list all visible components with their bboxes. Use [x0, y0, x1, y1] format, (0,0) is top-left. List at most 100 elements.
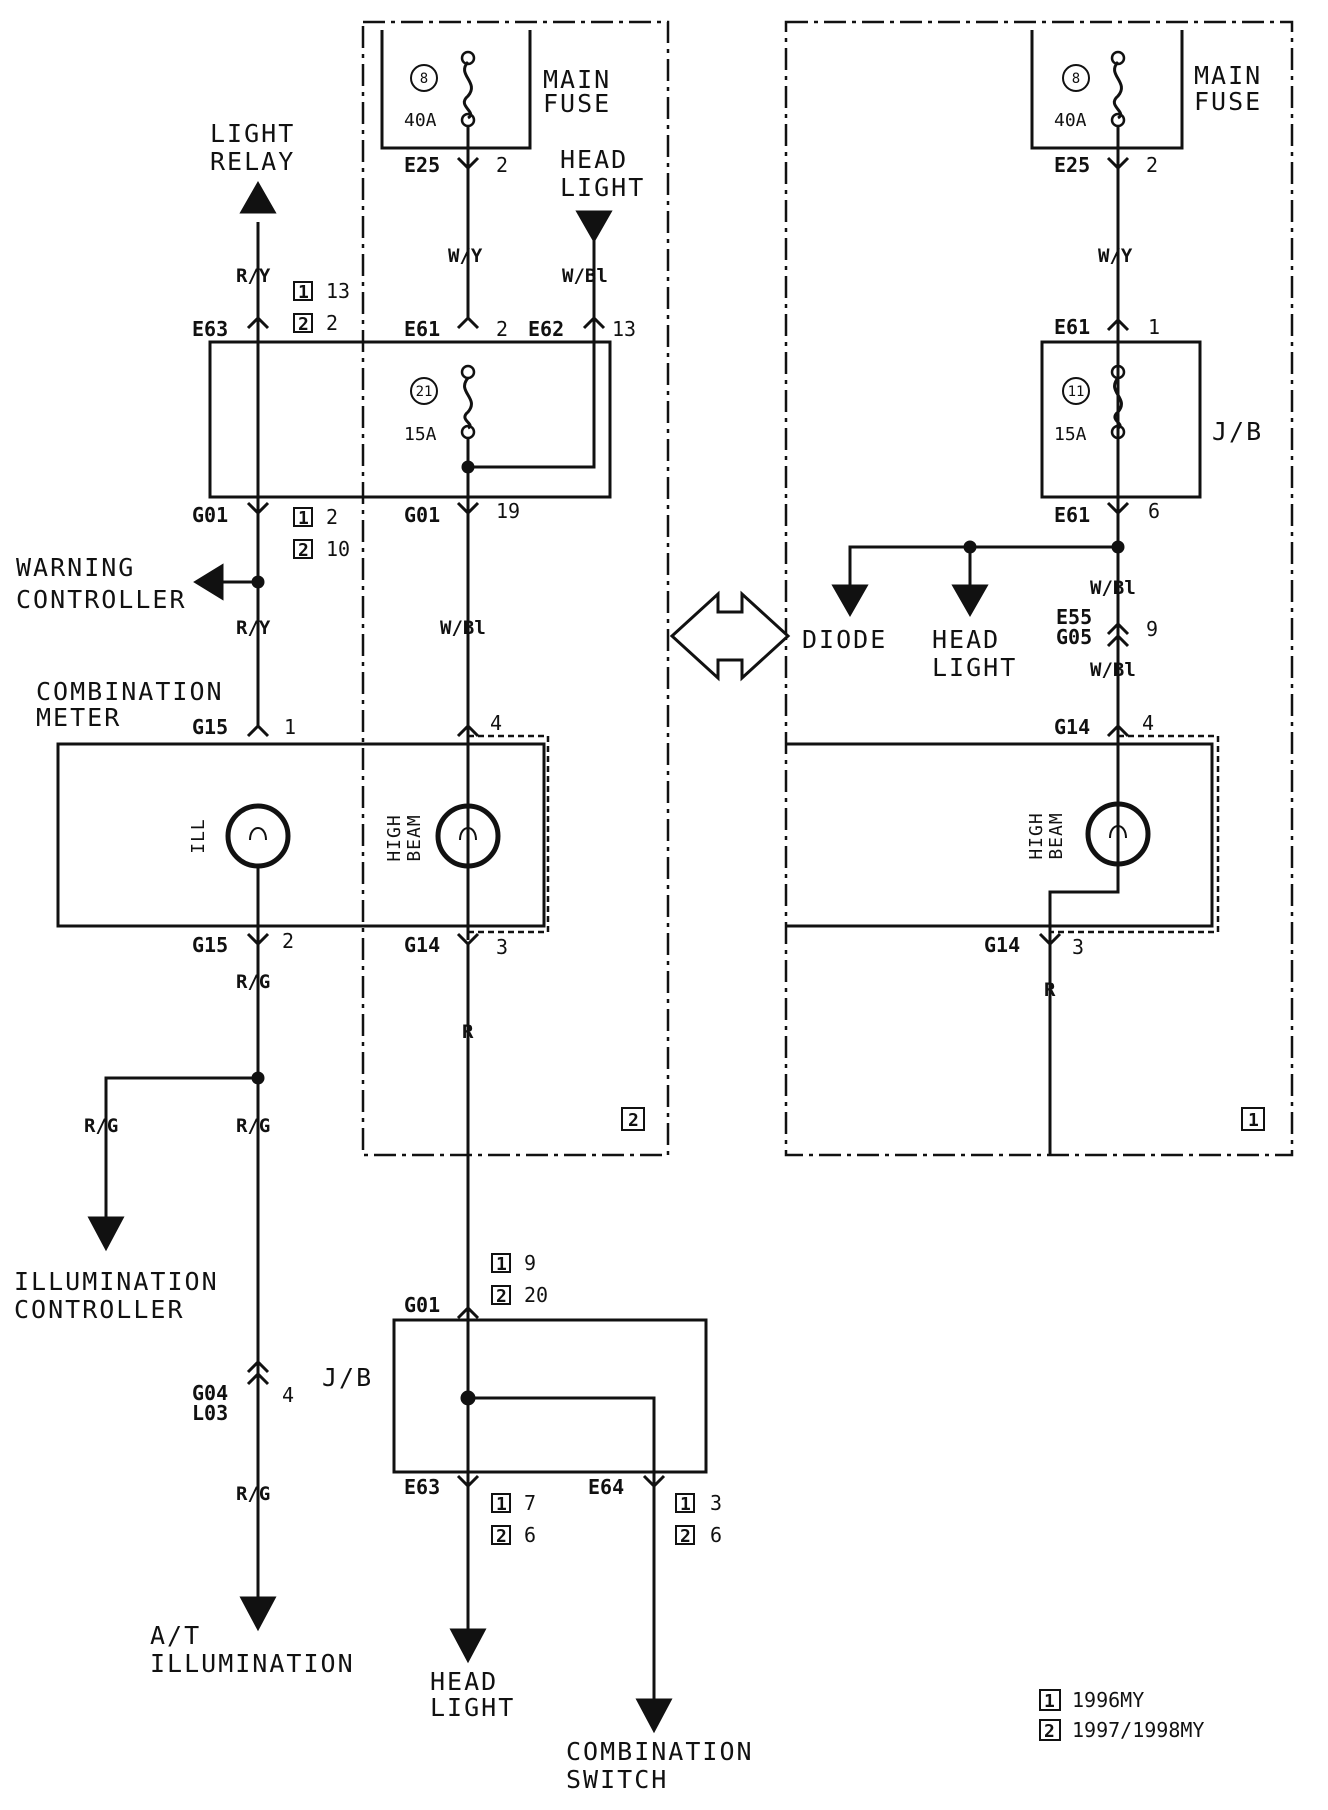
- model-mark-2-g01-bottom-text: 2: [496, 1286, 507, 1307]
- diode-arrow: [831, 584, 869, 618]
- g01-left-a-name: G01: [192, 503, 228, 527]
- fuse-21-element: [463, 377, 473, 430]
- section-1-mark-text: 1: [1248, 1110, 1259, 1131]
- g14-right-bottom-pin: 3: [1072, 935, 1084, 959]
- g04-name: G04: [192, 1381, 228, 1405]
- combination-switch-label-2: SWITCH: [566, 1765, 668, 1794]
- illumination-controller-label-1: ILLUMINATION: [14, 1267, 219, 1296]
- model-mark-1-e64: [675, 1493, 695, 1513]
- g04-l03-pin: 4: [282, 1383, 294, 1407]
- g01-bottom-pin-2: 20: [524, 1283, 548, 1307]
- at-illumination-label-1: A/T: [150, 1621, 201, 1650]
- section-2-mark: [621, 1107, 645, 1131]
- g01-left-a-pin-2: 10: [326, 537, 350, 561]
- fuse-11-id: 11: [1068, 384, 1085, 400]
- warning-controller-label-2: CONTROLLER: [16, 585, 187, 614]
- g14-right-top-pin: 4: [1142, 711, 1154, 735]
- g14-left-pin: 3: [496, 935, 508, 959]
- g15-top-name: G15: [192, 715, 228, 739]
- model-mark-1-e64-text: 1: [680, 1494, 691, 1515]
- wire-rg-branch-label: R/G: [84, 1115, 118, 1137]
- high-beam-left-label-1: HIGH: [384, 814, 405, 861]
- model-mark-2-g01-bottom: [491, 1285, 511, 1305]
- illumination-controller-arrow: [87, 1216, 125, 1252]
- wire-wbl-mid-label: W/Bl: [440, 617, 486, 639]
- e61-right-top-name: E61: [1054, 315, 1090, 339]
- wire-r-right-label: R: [1044, 979, 1056, 1001]
- wire-wbl-right-2-label: W/Bl: [1090, 659, 1136, 681]
- head-light-bottom-label-2: LIGHT: [430, 1693, 515, 1722]
- fuse-21-amps: 15A: [404, 424, 437, 445]
- e62-pin: 13: [612, 317, 636, 341]
- main-fuse-left-id: 8: [420, 71, 428, 87]
- e25-right-pin: 2: [1146, 153, 1158, 177]
- main-fuse-box-right: [1030, 30, 1184, 150]
- warning-controller-arrow: [193, 563, 224, 601]
- high-beam-right-label-1: HIGH: [1026, 812, 1047, 859]
- jb-bottom-label: J/B: [322, 1363, 373, 1392]
- wire-wy-left-label: W/Y: [448, 245, 483, 267]
- wire-ry-top-label: R/Y: [236, 265, 271, 287]
- wire-wbl-top-label: W/Bl: [562, 265, 608, 287]
- l03-name: L03: [192, 1401, 228, 1425]
- g14-right-bottom-name: G14: [984, 933, 1020, 957]
- g14-right-top-name: G14: [1054, 715, 1090, 739]
- fuse-21-id: 21: [416, 384, 433, 400]
- legend-item-2: 1997/1998MY: [1072, 1718, 1204, 1742]
- e55-g05-pin: 9: [1146, 617, 1158, 641]
- legend-mark-2: [1039, 1719, 1061, 1741]
- diode-label: DIODE: [802, 625, 887, 654]
- g14-left-name: G14: [404, 933, 440, 957]
- at-illumination-label-2: ILLUMINATION: [150, 1649, 355, 1678]
- light-relay-arrow: [239, 180, 277, 214]
- g01-left-a-pin-1: 2: [326, 505, 338, 529]
- main-fuse-left-element: [462, 60, 473, 120]
- fuse-11-amps: 15A: [1054, 424, 1087, 445]
- model-mark-1-g01: [293, 507, 313, 527]
- head-light-right-label-1: HEAD: [932, 625, 1000, 654]
- wire-rg-1-label: R/G: [236, 971, 270, 993]
- at-illumination-arrow: [239, 1596, 277, 1632]
- model-mark-2-g01-text: 2: [298, 540, 309, 561]
- g15-top-pin: 1: [284, 715, 296, 739]
- head-light-right-arrow: [951, 584, 989, 618]
- section-box-model-2: [361, 20, 670, 1157]
- main-fuse-left-label-2: FUSE: [543, 89, 611, 118]
- legend-item-1: 1996MY: [1072, 1688, 1144, 1712]
- model-mark-1-e63-bottom: [491, 1493, 511, 1513]
- e63-top-pin-1: 13: [326, 279, 350, 303]
- e25-right-name: E25: [1054, 153, 1090, 177]
- legend-mark-1: [1039, 1689, 1061, 1711]
- model-mark-2-e63-bottom: [491, 1525, 511, 1545]
- jb-box-right: [1040, 340, 1202, 499]
- e61-right-bottom-pin: 6: [1148, 499, 1160, 523]
- wire-wy-right-label: W/Y: [1098, 245, 1133, 267]
- main-fuse-right-id: 8: [1072, 71, 1080, 87]
- e25-left-pin: 2: [496, 153, 508, 177]
- jb-box-left: [208, 340, 612, 499]
- e63-bottom-pin-1: 7: [524, 1491, 536, 1515]
- main-fuse-box-left: [380, 30, 532, 150]
- head-light-top-label-2: LIGHT: [560, 173, 645, 202]
- e61-left-pin: 2: [496, 317, 508, 341]
- section-box-model-1: [784, 20, 1294, 1157]
- e61-left-name: E61: [404, 317, 440, 341]
- combination-switch-arrow: [635, 1698, 673, 1734]
- model-mark-2-e63: [293, 313, 313, 333]
- head-light-top-label-1: HEAD: [560, 145, 628, 174]
- ill-bulb: [225, 803, 291, 869]
- model-mark-1-g01-text: 1: [298, 508, 309, 529]
- g05-name: G05: [1056, 625, 1092, 649]
- model-mark-2-e64: [675, 1525, 695, 1545]
- section-2-mark-text: 2: [628, 1110, 639, 1131]
- light-relay-label-1: LIGHT: [210, 119, 295, 148]
- model-mark-2-g01: [293, 539, 313, 559]
- equivalence-double-arrow: [669, 590, 791, 682]
- head-light-right-label-2: LIGHT: [932, 653, 1017, 682]
- light-relay-label-2: RELAY: [210, 147, 295, 176]
- combination-switch-label-1: COMBINATION: [566, 1737, 754, 1766]
- legend-mark-2-text: 2: [1044, 1721, 1055, 1742]
- high-beam-bulb-left: [435, 803, 501, 869]
- g01-left-b-pin: 19: [496, 499, 520, 523]
